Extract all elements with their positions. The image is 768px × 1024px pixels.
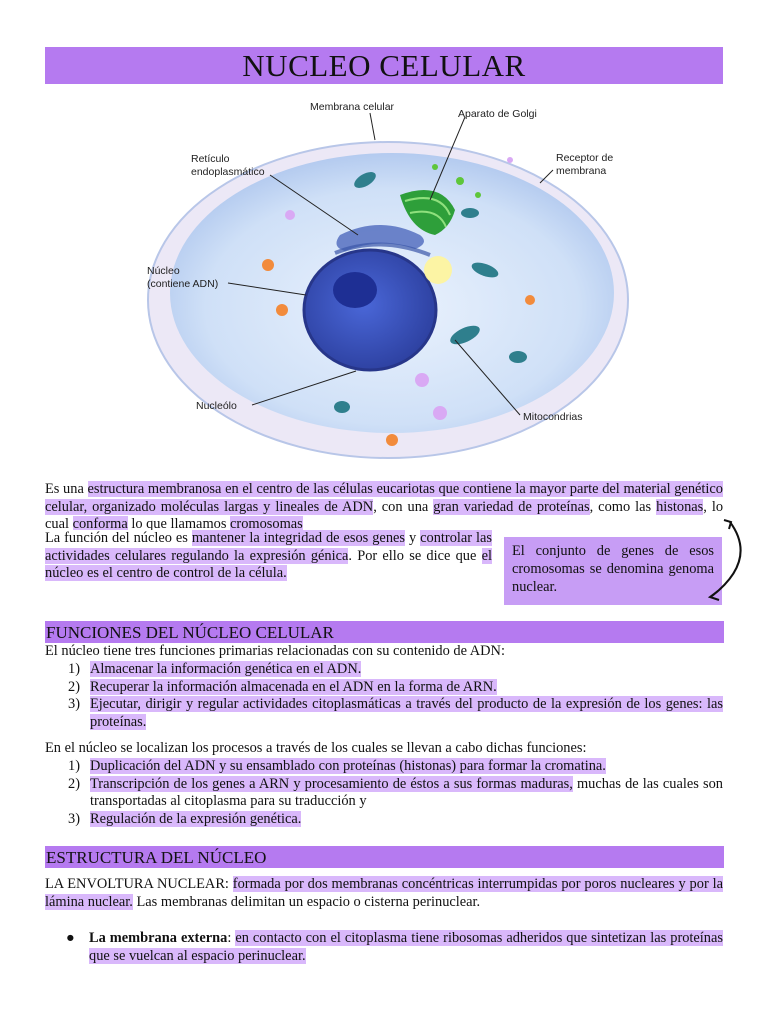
list-item: 3)Regulación de la expresión genética. (68, 810, 302, 827)
label-receptor: Receptor de (556, 152, 613, 164)
vesicle (432, 164, 438, 170)
label-receptor: membrana (556, 165, 606, 177)
callout-box: El conjunto de genes de esos cromosomas … (504, 537, 722, 605)
label-nucleolo: Nucleólo (196, 400, 237, 412)
procesos-list: 1)Duplicación del ADN y su ensamblado co… (60, 758, 723, 828)
vesicle (456, 177, 464, 185)
nucleolus (333, 272, 377, 308)
list-item: 2)Transcripción de los genes a ARN y pro… (68, 775, 723, 809)
vesicle (276, 304, 288, 316)
vesicle (475, 192, 481, 198)
centrosome (424, 256, 452, 284)
vesicle (507, 157, 513, 163)
list-item: ●La membrana externa: en contacto con el… (66, 930, 723, 964)
label-golgi: Aparato de Golgi (458, 108, 537, 120)
vesicle (262, 259, 274, 271)
nucleus (302, 248, 438, 372)
golgi-apparatus (400, 190, 455, 235)
funciones-lead: El núcleo tiene tres funciones primarias… (45, 643, 505, 659)
label-nucleo: (contiene ADN) (147, 278, 218, 290)
mitochondrion (509, 351, 527, 363)
function-paragraph: La función del núcleo es mantener la int… (45, 530, 493, 583)
funciones-list: 1)Almacenar la información genética en e… (60, 661, 723, 731)
label-nucleo: Núcleo (147, 265, 180, 277)
mitochondrion (471, 262, 499, 278)
procesos-lead: En el núcleo se localizan los procesos a… (45, 740, 587, 756)
list-item: 1)Duplicación del ADN y su ensamblado co… (68, 758, 606, 774)
cell-diagram: Membrana celular Aparato de Golgi Retícu… (147, 101, 629, 459)
curved-arrow-icon (707, 519, 742, 601)
label-mitocondrias: Mitocondrias (523, 411, 583, 423)
label-reticulo: endoplasmático (191, 166, 265, 178)
vesicle (386, 434, 398, 446)
intro-paragraph: Es una estructura membranosa en el centr… (45, 481, 724, 532)
list-item: 1)Almacenar la información genética en e… (68, 661, 362, 677)
vesicle (433, 406, 447, 420)
estructura-bullets: ●La membrana externa: en contacto con el… (64, 930, 723, 965)
vesicle (415, 373, 429, 387)
section-heading-funciones: FUNCIONES DEL NÚCLEO CELULAR (45, 621, 724, 643)
list-item: 2)Recuperar la información almacenada en… (68, 678, 497, 695)
mitochondrion (450, 325, 480, 345)
label-reticulo: Retículo (191, 153, 230, 165)
list-item: 3)Ejecutar, dirigir y regular actividade… (68, 696, 723, 730)
section-heading-estructura: ESTRUCTURA DEL NÚCLEO (45, 846, 724, 868)
label-membrana: Membrana celular (310, 101, 395, 113)
mitochondrion (354, 172, 376, 188)
page-title: NUCLEO CELULAR (45, 47, 723, 84)
bullet-icon: ● (66, 930, 75, 946)
mitochondrion (334, 401, 350, 413)
vesicle (285, 210, 295, 220)
envoltura-paragraph: LA ENVOLTURA NUCLEAR: formada por dos me… (45, 876, 723, 910)
vesicle (525, 295, 535, 305)
mitochondrion (461, 208, 479, 218)
